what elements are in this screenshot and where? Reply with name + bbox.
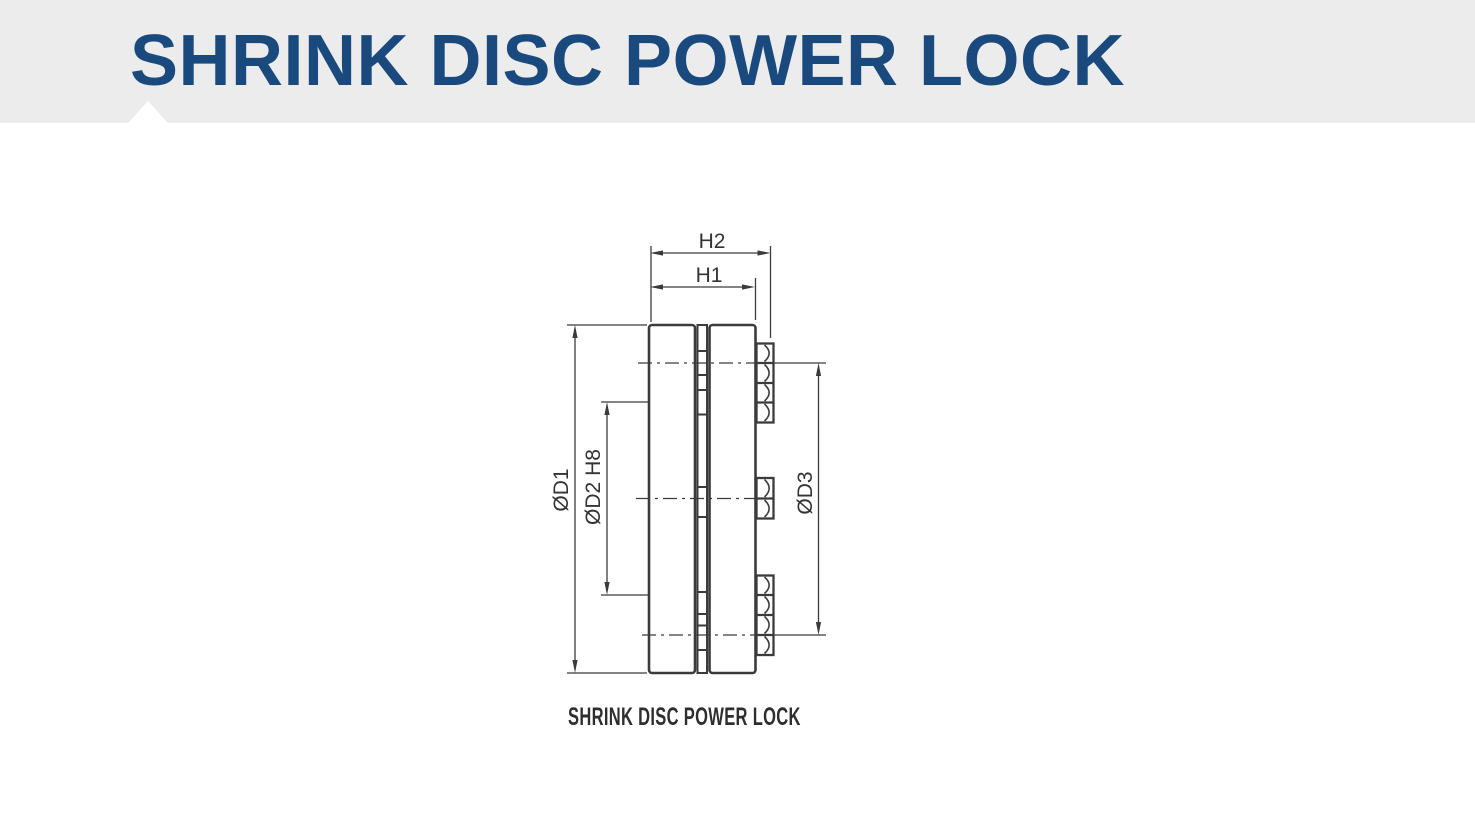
dimension-label-d2: ØD2 H8 (582, 449, 605, 525)
bolt-group-middle (755, 476, 775, 520)
figure-caption: SHRINK DISC POWER LOCK (568, 703, 801, 731)
dimension-label-d3: ØD3 (794, 471, 817, 515)
header-band: SHRINK DISC POWER LOCK (0, 0, 1475, 123)
dimension-label-d1: ØD1 (550, 468, 573, 512)
page-title: SHRINK DISC POWER LOCK (130, 21, 1126, 101)
bolt-group-bottom (755, 574, 775, 657)
bolt-head-chamfers (763, 344, 770, 655)
dimension-lines (567, 246, 826, 674)
clamping-bolts (755, 342, 775, 657)
dimension-label-h2: H2 (698, 230, 726, 253)
band-notch-triangle (128, 101, 168, 123)
bolt-group-top (755, 342, 775, 424)
dimension-arrowheads (572, 250, 822, 673)
dimension-label-h1: H1 (695, 264, 723, 287)
centerlines (636, 362, 761, 636)
